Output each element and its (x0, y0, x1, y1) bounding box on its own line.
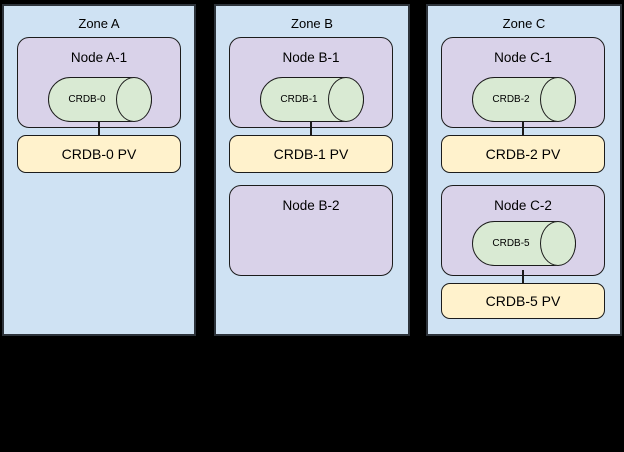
zone-c-title: Zone C (502, 16, 546, 31)
crdb-1-label: CRDB-1 (280, 94, 318, 105)
node-b2-title: Node B-2 (282, 198, 340, 213)
node-a1-title: Node A-1 (70, 50, 128, 65)
zone-b: Zone B Node B-1 CRDB-1 CRDB-1 PV Node B-… (214, 4, 410, 336)
node-a1: Node A-1 CRDB-0 (17, 37, 181, 128)
crdb-0-cylinder: CRDB-0 (48, 77, 152, 122)
zone-c: Zone C Node C-1 CRDB-2 CRDB-2 PV Node C-… (426, 4, 622, 336)
node-c2: Node C-2 CRDB-5 (441, 185, 605, 276)
crdb-2-pv-label: CRDB-2 PV (485, 146, 561, 162)
crdb-0-pv-box: CRDB-0 PV (17, 135, 181, 173)
node-c1-title: Node C-1 (494, 50, 552, 65)
connector-crdb1-to-pv (310, 122, 312, 135)
cylinder-lid-icon (540, 77, 576, 122)
crdb-2-cylinder: CRDB-2 (472, 77, 576, 122)
zone-a-title: Zone A (78, 16, 120, 31)
zone-b-title: Zone B (291, 16, 333, 31)
cylinder-lid-icon (540, 221, 576, 266)
cylinder-lid-icon (328, 77, 364, 122)
node-b1-title: Node B-1 (282, 50, 340, 65)
node-c1: Node C-1 CRDB-2 (441, 37, 605, 128)
connector-crdb5-to-pv (522, 270, 524, 283)
crdb-1-pv-label: CRDB-1 PV (273, 146, 349, 162)
crdb-5-cylinder: CRDB-5 (472, 221, 576, 266)
cylinder-lid-icon (116, 77, 152, 122)
crdb-0-pv-label: CRDB-0 PV (61, 146, 137, 162)
node-b2: Node B-2 (229, 185, 393, 276)
crdb-1-pv-box: CRDB-1 PV (229, 135, 393, 173)
crdb-2-label: CRDB-2 (492, 94, 530, 105)
crdb-1-cylinder: CRDB-1 (260, 77, 364, 122)
connector-crdb2-to-pv (522, 122, 524, 135)
crdb-0-label: CRDB-0 (68, 94, 106, 105)
crdb-5-pv-label: CRDB-5 PV (485, 293, 561, 309)
crdb-2-pv-box: CRDB-2 PV (441, 135, 605, 173)
crdb-5-label: CRDB-5 (492, 238, 530, 249)
zone-a: Zone A Node A-1 CRDB-0 CRDB-0 PV (2, 4, 196, 336)
crdb-5-pv-box: CRDB-5 PV (441, 283, 605, 319)
connector-crdb0-to-pv (98, 122, 100, 135)
node-b1: Node B-1 CRDB-1 (229, 37, 393, 128)
node-c2-title: Node C-2 (494, 198, 552, 213)
